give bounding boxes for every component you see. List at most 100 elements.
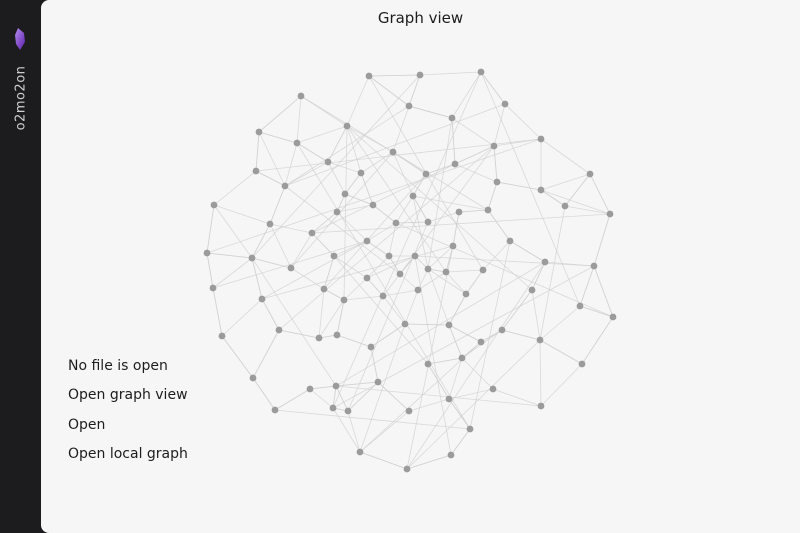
- graph-edge: [346, 125, 533, 291]
- graph-node[interactable]: [537, 402, 545, 410]
- graph-node[interactable]: [586, 170, 594, 178]
- graph-node[interactable]: [424, 265, 432, 273]
- graph-node[interactable]: [343, 122, 351, 130]
- graph-node[interactable]: [442, 268, 450, 276]
- graph-node[interactable]: [281, 182, 289, 190]
- graph-canvas[interactable]: [41, 0, 800, 533]
- graph-node[interactable]: [401, 320, 409, 328]
- graph-node[interactable]: [341, 190, 349, 198]
- graph-node[interactable]: [308, 229, 316, 237]
- graph-node[interactable]: [451, 160, 459, 168]
- graph-node[interactable]: [209, 284, 217, 292]
- graph-node[interactable]: [369, 201, 377, 209]
- graph-node[interactable]: [414, 286, 422, 294]
- graph-node[interactable]: [389, 148, 397, 156]
- graph-node[interactable]: [490, 142, 498, 150]
- graph-node[interactable]: [447, 451, 455, 459]
- graph-node[interactable]: [403, 465, 411, 473]
- graph-node[interactable]: [455, 208, 463, 216]
- graph-node[interactable]: [218, 332, 226, 340]
- graph-node[interactable]: [405, 407, 413, 415]
- graph-node[interactable]: [449, 242, 457, 250]
- graph-node[interactable]: [258, 295, 266, 303]
- graph-node[interactable]: [606, 210, 614, 218]
- graph-node[interactable]: [340, 296, 348, 304]
- graph-node[interactable]: [365, 72, 373, 80]
- graph-node[interactable]: [424, 218, 432, 226]
- graph-node[interactable]: [498, 326, 506, 334]
- graph-node[interactable]: [374, 378, 382, 386]
- graph-node[interactable]: [479, 266, 487, 274]
- app-logo-icon[interactable]: [13, 27, 27, 51]
- graph-node[interactable]: [409, 192, 417, 200]
- graph-node[interactable]: [448, 114, 456, 122]
- graph-node[interactable]: [537, 186, 545, 194]
- graph-node[interactable]: [484, 206, 492, 214]
- graph-node[interactable]: [266, 220, 274, 228]
- graph-node[interactable]: [332, 382, 340, 390]
- graph-node[interactable]: [392, 219, 400, 227]
- open-graph-view-link[interactable]: Open graph view: [68, 387, 188, 404]
- graph-node[interactable]: [363, 274, 371, 282]
- graph-node[interactable]: [385, 252, 393, 260]
- graph-node[interactable]: [315, 334, 323, 342]
- graph-node[interactable]: [379, 292, 387, 300]
- graph-node[interactable]: [320, 285, 328, 293]
- graph-node[interactable]: [493, 178, 501, 186]
- graph-node[interactable]: [210, 201, 218, 209]
- graph-node[interactable]: [275, 326, 283, 334]
- graph-node[interactable]: [333, 331, 341, 339]
- graph-node[interactable]: [367, 343, 375, 351]
- graph-node[interactable]: [424, 360, 432, 368]
- graph-node[interactable]: [255, 128, 263, 136]
- graph-node[interactable]: [293, 139, 301, 147]
- graph-node[interactable]: [477, 68, 485, 76]
- graph-node[interactable]: [357, 169, 365, 177]
- graph-node[interactable]: [537, 135, 545, 143]
- graph-edge: [336, 211, 368, 242]
- graph-edge: [408, 105, 453, 119]
- graph-node[interactable]: [501, 100, 509, 108]
- graph-node[interactable]: [333, 208, 341, 216]
- graph-node[interactable]: [363, 237, 371, 245]
- graph-node[interactable]: [536, 336, 544, 344]
- graph-node[interactable]: [344, 407, 352, 415]
- graph-node[interactable]: [445, 321, 453, 329]
- graph-node[interactable]: [203, 249, 211, 257]
- graph-node[interactable]: [271, 406, 279, 414]
- vault-name[interactable]: o2mo2on: [13, 65, 29, 131]
- graph-node[interactable]: [458, 354, 466, 362]
- graph-node[interactable]: [489, 385, 497, 393]
- graph-node[interactable]: [396, 270, 404, 278]
- graph-node[interactable]: [248, 254, 256, 262]
- graph-node[interactable]: [462, 290, 470, 298]
- graph-node[interactable]: [466, 425, 474, 433]
- open-local-graph-link[interactable]: Open local graph: [68, 445, 188, 462]
- graph-node[interactable]: [541, 258, 549, 266]
- graph-node[interactable]: [249, 374, 257, 382]
- graph-node[interactable]: [609, 313, 617, 321]
- graph-node[interactable]: [590, 262, 598, 270]
- graph-node[interactable]: [445, 395, 453, 403]
- graph-node[interactable]: [506, 237, 514, 245]
- graph-node[interactable]: [329, 404, 337, 412]
- graph-node[interactable]: [578, 360, 586, 368]
- graph-node[interactable]: [252, 167, 260, 175]
- graph-node[interactable]: [306, 385, 314, 393]
- graph-node[interactable]: [561, 202, 569, 210]
- graph-node[interactable]: [287, 264, 295, 272]
- graph-edge: [344, 172, 362, 195]
- graph-node[interactable]: [324, 158, 332, 166]
- graph-node[interactable]: [422, 170, 430, 178]
- graph-node[interactable]: [576, 302, 584, 310]
- graph-node[interactable]: [330, 252, 338, 260]
- graph-node[interactable]: [416, 71, 424, 79]
- graph-node[interactable]: [405, 102, 413, 110]
- graph-node[interactable]: [356, 448, 364, 456]
- graph-node[interactable]: [477, 338, 485, 346]
- open-link[interactable]: Open: [68, 416, 106, 433]
- graph-node[interactable]: [411, 252, 419, 260]
- graph-node[interactable]: [528, 286, 536, 294]
- graph-node[interactable]: [297, 92, 305, 100]
- graph-edge: [509, 240, 546, 263]
